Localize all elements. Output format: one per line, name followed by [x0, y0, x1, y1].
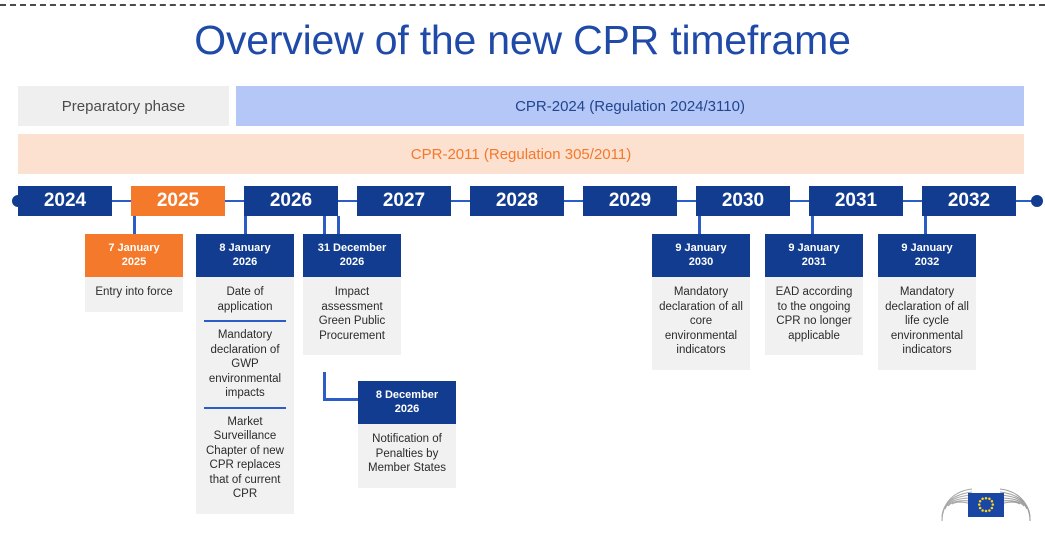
- year-label: 2030: [721, 190, 765, 211]
- year-label: 2029: [608, 190, 652, 211]
- connector-2031-to-ead: [811, 216, 814, 236]
- event-date-line-1: 9 January: [901, 242, 953, 254]
- connector-2030-to-core-indicators: [698, 216, 701, 236]
- event-segment: Mandatory declaration of GWP environment…: [204, 320, 286, 407]
- year-marker-2029: 2029: [583, 186, 677, 216]
- event-card-date: 31 December 2026: [303, 234, 401, 277]
- eu-stars: [977, 496, 995, 513]
- event-segment: Market Surveillance Chapter of new CPR r…: [204, 406, 286, 508]
- event-segment: Notification of Penalties by Member Stat…: [368, 433, 446, 474]
- event-date-line-1: 9 January: [675, 242, 727, 254]
- event-card-date: 8 January 2026: [196, 234, 294, 277]
- year-marker-2030: 2030: [696, 186, 790, 216]
- event-date-line-2: 2032: [914, 256, 940, 268]
- event-card-date: 7 January 2025: [85, 234, 183, 277]
- event-card-body: Mandatory declaration of all core enviro…: [652, 277, 750, 370]
- event-card-date: 8 December 2026: [358, 381, 456, 424]
- connector-2032-to-life-cycle-indicators: [924, 216, 927, 236]
- event-card-body: Date of application Mandatory declaratio…: [196, 277, 294, 514]
- event-card-date: 9 January 2032: [878, 234, 976, 277]
- event-date-line-2: 2026: [339, 256, 365, 268]
- event-card-date: 9 January 2030: [652, 234, 750, 277]
- event-card-life-cycle-environmental-indicators: 9 January 2032 Mandatory declaration of …: [878, 234, 976, 370]
- phase-bar-preparatory-label: Preparatory phase: [61, 97, 186, 115]
- event-date-line-1: 9 January: [788, 242, 840, 254]
- year-marker-2024: 2024: [18, 186, 112, 216]
- timeline-end-dot: [1031, 195, 1043, 207]
- event-date-line-1: 8 January: [219, 242, 271, 254]
- event-date-line-2: 2025: [121, 256, 147, 268]
- connector-2025-to-entry-into-force: [133, 216, 136, 236]
- phase-bar-preparatory: Preparatory phase: [18, 86, 229, 126]
- connector-2026-to-impact-assessment: [323, 216, 326, 236]
- year-label: 2027: [382, 190, 426, 211]
- event-card-date-of-application: 8 January 2026 Date of application Manda…: [196, 234, 294, 514]
- event-card-body: EAD according to the ongoing CPR no long…: [765, 277, 863, 355]
- event-segment: Impact assessment Green Public Procureme…: [318, 286, 386, 342]
- event-card-body: Entry into force: [85, 277, 183, 312]
- phase-bar-cpr-2024-label: CPR-2024 (Regulation 2024/3110): [515, 97, 745, 115]
- event-card-body: Notification of Penalties by Member Stat…: [358, 424, 456, 488]
- elbow-vertical-to-penalties: [323, 372, 326, 401]
- phase-bar-cpr-2024: CPR-2024 (Regulation 2024/3110): [236, 86, 1024, 126]
- year-marker-2027: 2027: [357, 186, 451, 216]
- event-date-line-1: 31 December: [317, 242, 387, 254]
- event-date-line-2: 2031: [801, 256, 827, 268]
- event-card-ead-no-longer-applicable: 9 January 2031 EAD according to the ongo…: [765, 234, 863, 355]
- phase-bar-cpr-2011: CPR-2011 (Regulation 305/2011): [18, 134, 1024, 174]
- event-segment: Date of application: [217, 286, 273, 313]
- event-card-body: Mandatory declaration of all life cycle …: [878, 277, 976, 370]
- year-label: 2024: [43, 190, 87, 211]
- year-label: 2028: [495, 190, 539, 211]
- event-card-impact-assessment-gpp: 31 December 2026 Impact assessment Green…: [303, 234, 401, 355]
- event-date-line-2: 2030: [688, 256, 714, 268]
- event-date-line-2: 2026: [232, 256, 258, 268]
- year-marker-2026: 2026: [244, 186, 338, 216]
- year-label: 2031: [834, 190, 878, 211]
- event-card-core-environmental-indicators: 9 January 2030 Mandatory declaration of …: [652, 234, 750, 370]
- year-label: 2026: [269, 190, 313, 211]
- year-marker-2025: 2025: [131, 186, 225, 216]
- event-card-body: Impact assessment Green Public Procureme…: [303, 277, 401, 355]
- event-date-line-2: 2026: [394, 403, 420, 415]
- year-label: 2032: [947, 190, 991, 211]
- year-marker-2031: 2031: [809, 186, 903, 216]
- event-card-date: 9 January 2031: [765, 234, 863, 277]
- connector-2026-to-date-of-application: [244, 216, 247, 236]
- top-dashed-rule: [0, 4, 1045, 6]
- event-date-line-1: 8 December: [375, 389, 439, 401]
- european-commission-logo: [938, 481, 1034, 527]
- eu-flag-icon: [941, 488, 1031, 522]
- elbow-horizontal-to-penalties: [323, 398, 361, 401]
- event-segment: Mandatory declaration of all life cycle …: [885, 286, 969, 356]
- event-segment: Entry into force: [95, 286, 173, 298]
- event-card-notification-of-penalties: 8 December 2026 Notification of Penaltie…: [358, 381, 456, 488]
- event-date-line-1: 7 January: [108, 242, 160, 254]
- year-marker-2032: 2032: [922, 186, 1016, 216]
- page-title: Overview of the new CPR timeframe: [194, 17, 851, 63]
- year-marker-2028: 2028: [470, 186, 564, 216]
- phase-bar-cpr-2011-label: CPR-2011 (Regulation 305/2011): [410, 145, 632, 163]
- year-label: 2025: [156, 190, 200, 211]
- connector-2026-to-penalties-branch: [337, 216, 340, 236]
- event-segment: Mandatory declaration of all core enviro…: [659, 286, 743, 356]
- event-segment: EAD according to the ongoing CPR no long…: [775, 286, 853, 342]
- event-card-entry-into-force: 7 January 2025 Entry into force: [85, 234, 183, 312]
